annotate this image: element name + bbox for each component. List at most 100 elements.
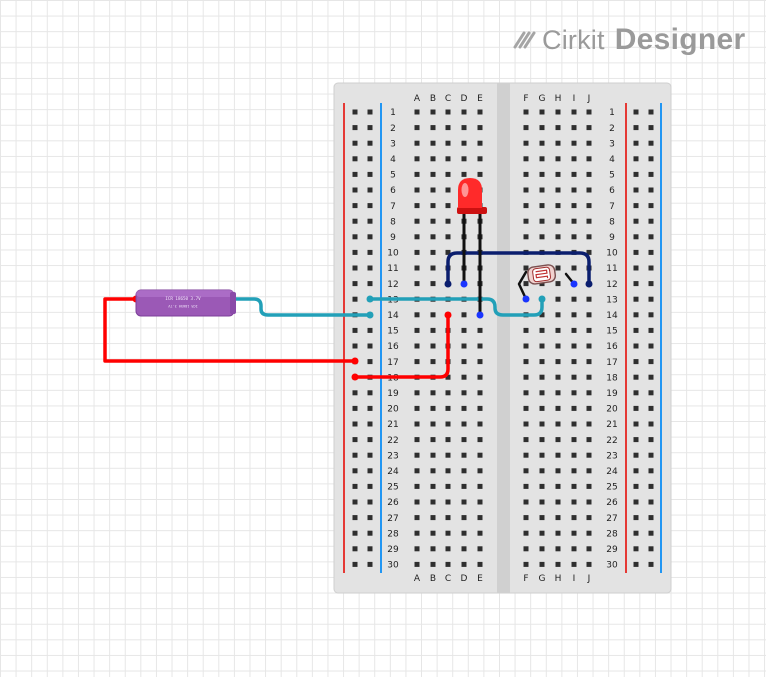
rail-hole-2-6[interactable] [633,187,639,193]
hole-c2[interactable] [445,125,451,131]
hole-e23[interactable] [477,452,483,458]
rail-hole-1-8[interactable] [367,218,373,224]
hole-d23[interactable] [461,452,467,458]
hole-h28[interactable] [555,530,561,536]
hole-g9[interactable] [539,234,545,240]
wire-battery-positive-to-rail[interactable] [103,297,357,363]
hole-a8[interactable] [414,218,420,224]
hole-h23[interactable] [555,452,561,458]
hole-g14[interactable] [539,312,545,318]
hole-h6[interactable] [555,187,561,193]
hole-a14[interactable] [414,312,420,318]
pin-f13-photoresistor[interactable] [522,295,530,303]
wire-rail-to-row14[interactable] [353,313,450,379]
hole-f4[interactable] [523,156,529,162]
rail-hole-2-25[interactable] [633,483,639,489]
hole-d5[interactable] [461,171,467,177]
rail-hole-0-12[interactable] [352,281,358,287]
hole-i28[interactable] [571,530,577,536]
hole-g26[interactable] [539,499,545,505]
hole-h29[interactable] [555,546,561,552]
rail-hole-3-2[interactable] [648,125,654,131]
hole-b17[interactable] [430,359,436,365]
hole-b11[interactable] [430,265,436,271]
hole-h16[interactable] [555,343,561,349]
hole-b4[interactable] [430,156,436,162]
hole-e18[interactable] [477,374,483,380]
hole-d4[interactable] [461,156,467,162]
rail-hole-2-2[interactable] [633,125,639,131]
hole-i7[interactable] [571,203,577,209]
hole-h14[interactable] [555,312,561,318]
hole-d22[interactable] [461,437,467,443]
hole-b28[interactable] [430,530,436,536]
hole-d20[interactable] [461,405,467,411]
hole-b23[interactable] [430,452,436,458]
hole-d2[interactable] [461,125,467,131]
rail-hole-2-9[interactable] [633,234,639,240]
rail-hole-0-28[interactable] [352,530,358,536]
rail-hole-3-24[interactable] [648,468,654,474]
hole-a12[interactable] [414,281,420,287]
rail-hole-2-24[interactable] [633,468,639,474]
rail-hole-2-5[interactable] [633,171,639,177]
hole-a2[interactable] [414,125,420,131]
rail-hole-0-3[interactable] [352,140,358,146]
hole-e5[interactable] [477,171,483,177]
hole-g7[interactable] [539,203,545,209]
hole-i11[interactable] [571,265,577,271]
hole-g2[interactable] [539,125,545,131]
rail-hole-2-26[interactable] [633,499,639,505]
rail-hole-0-2[interactable] [352,125,358,131]
hole-i17[interactable] [571,359,577,365]
rail-hole-3-5[interactable] [648,171,654,177]
hole-j3[interactable] [586,140,592,146]
hole-d1[interactable] [461,109,467,115]
rail-hole-1-7[interactable] [367,203,373,209]
hole-h20[interactable] [555,405,561,411]
hole-j28[interactable] [586,530,592,536]
hole-f15[interactable] [523,327,529,333]
hole-c27[interactable] [445,515,451,521]
hole-b25[interactable] [430,483,436,489]
hole-e15[interactable] [477,327,483,333]
hole-a10[interactable] [414,249,420,255]
hole-i6[interactable] [571,187,577,193]
hole-f6[interactable] [523,187,529,193]
hole-d14[interactable] [461,312,467,318]
hole-d19[interactable] [461,390,467,396]
rail-hole-0-19[interactable] [352,390,358,396]
rail-hole-0-27[interactable] [352,515,358,521]
rail-hole-2-28[interactable] [633,530,639,536]
rail-hole-3-1[interactable] [648,109,654,115]
rail-hole-2-13[interactable] [633,296,639,302]
rail-hole-1-4[interactable] [367,156,373,162]
hole-b12[interactable] [430,281,436,287]
hole-e20[interactable] [477,405,483,411]
rail-hole-3-15[interactable] [648,327,654,333]
rail-hole-2-21[interactable] [633,421,639,427]
pin-rail-negative-a[interactable] [366,311,374,319]
hole-a7[interactable] [414,203,420,209]
hole-f16[interactable] [523,343,529,349]
hole-f20[interactable] [523,405,529,411]
rail-hole-2-22[interactable] [633,437,639,443]
hole-f9[interactable] [523,234,529,240]
wire-rail-to-photoresistor[interactable] [368,297,544,317]
rail-hole-3-21[interactable] [648,421,654,427]
hole-g27[interactable] [539,515,545,521]
hole-d18[interactable] [461,374,467,380]
rail-hole-3-27[interactable] [648,515,654,521]
breadboard-holes[interactable] [352,109,654,567]
rail-hole-1-15[interactable] [367,327,373,333]
hole-c8[interactable] [445,218,451,224]
hole-g21[interactable] [539,421,545,427]
hole-g3[interactable] [539,140,545,146]
hole-b27[interactable] [430,515,436,521]
rail-hole-1-27[interactable] [367,515,373,521]
rail-hole-3-14[interactable] [648,312,654,318]
rail-hole-1-21[interactable] [367,421,373,427]
hole-h5[interactable] [555,171,561,177]
